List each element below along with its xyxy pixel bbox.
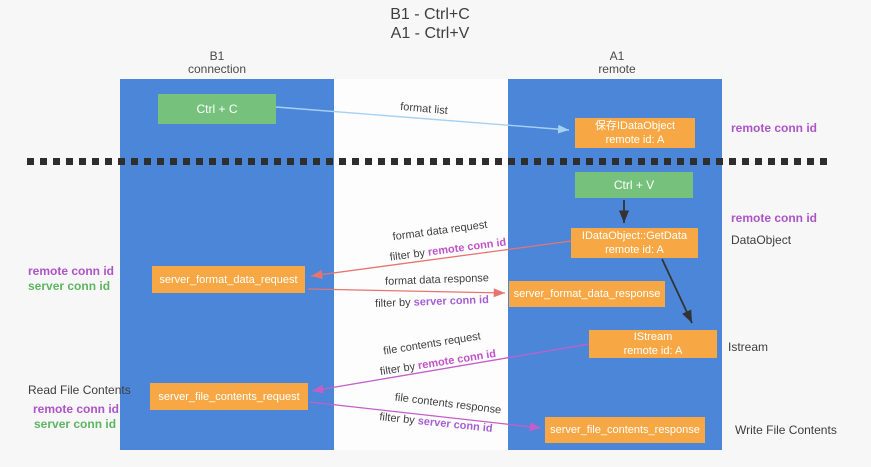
lane-header-a1: A1 remote <box>557 50 677 76</box>
istream-line1: IStream <box>633 331 673 343</box>
lane-b1-name: B1 <box>209 49 225 63</box>
format-request-label: server_format_data_request <box>159 273 298 286</box>
annotation-remote-conn-id-mid: remote conn id <box>731 211 818 225</box>
node-server-file-contents-response: server_file_contents_response <box>545 417 705 443</box>
annotation-mid-server-conn-id: server conn id <box>28 279 111 293</box>
istream-line2: remote id: A <box>623 345 683 357</box>
ctrl-v-label: Ctrl + V <box>613 178 655 192</box>
annotation-dataobject: DataObject <box>731 233 792 247</box>
file-request-label: server_file_contents_request <box>158 390 300 403</box>
annotation-bottom-server-conn-id: server conn id <box>34 417 117 431</box>
getdata-line2: remote id: A <box>605 244 664 256</box>
node-idataobject-getdata: IDataObject::GetData remote id: A <box>571 228 698 258</box>
format-response-label: server_format_data_response <box>513 288 661 300</box>
ctrl-c-label: Ctrl + C <box>196 102 238 116</box>
node-server-format-data-response: server_format_data_response <box>509 281 665 307</box>
lane-a1-name: A1 <box>609 49 625 63</box>
node-server-file-contents-request: server_file_contents_request <box>150 383 308 410</box>
annotation-read-file-contents: Read File Contents <box>28 383 131 397</box>
node-ctrl-c: Ctrl + C <box>158 94 276 124</box>
annotation-mid-remote-conn-id: remote conn id <box>28 264 115 278</box>
diagram-title: B1 - Ctrl+C A1 - Ctrl+V <box>390 5 470 43</box>
annotation-write-file-contents: Write File Contents <box>735 423 837 437</box>
lane-header-b1: B1 connection <box>157 50 277 76</box>
title-line-2: A1 - Ctrl+V <box>390 25 470 42</box>
filter-by-text: filter by <box>374 296 414 310</box>
title-line-1: B1 - Ctrl+C <box>390 6 470 23</box>
phase-divider-dashed-line <box>27 158 833 165</box>
file-response-label: server_file_contents_response <box>550 424 700 436</box>
annotation-bottom-remote-conn-id: remote conn id <box>33 402 120 416</box>
save-dataobject-line1: 保存IDataObject <box>594 120 676 132</box>
annotation-istream: Istream <box>728 340 769 354</box>
node-ctrl-v: Ctrl + V <box>575 172 693 198</box>
getdata-line1: IDataObject::GetData <box>581 230 688 242</box>
lane-b1-subtitle: connection <box>187 62 247 76</box>
annotation-remote-conn-id-top: remote conn id <box>731 121 818 135</box>
lane-a1-subtitle: remote <box>598 62 636 76</box>
node-save-dataobject: 保存IDataObject remote id: A <box>575 118 695 148</box>
node-server-format-data-request: server_format_data_request <box>152 266 305 293</box>
save-dataobject-line2: remote id: A <box>605 134 665 146</box>
node-istream: IStream remote id: A <box>589 330 717 358</box>
